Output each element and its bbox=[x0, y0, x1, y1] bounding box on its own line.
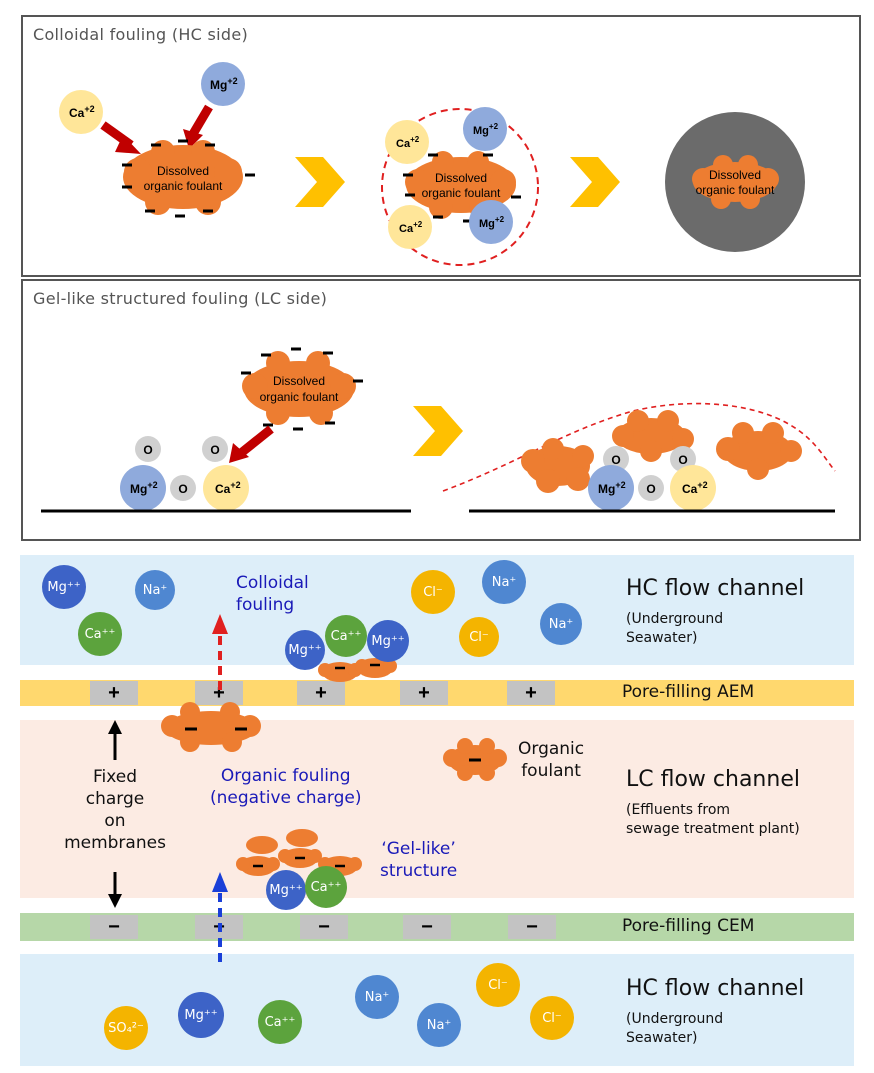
mg-ion bbox=[120, 465, 166, 511]
ion-na: Na⁺ bbox=[355, 975, 399, 1019]
svg-text:Mg+2: Mg+2 bbox=[473, 122, 499, 137]
red-arrow bbox=[189, 104, 213, 137]
hc-top-subtitle: (Underground Seawater) bbox=[626, 611, 724, 646]
svg-text:Ca+2: Ca+2 bbox=[399, 220, 423, 235]
lc-subtitle: (Effluents from sewage treatment plant) bbox=[626, 802, 800, 837]
ion-ca: Ca⁺⁺ bbox=[258, 1000, 302, 1044]
fixed-positive-charge: + bbox=[90, 681, 138, 705]
progress-chevron bbox=[570, 157, 620, 207]
ion-ca: Ca⁺⁺ bbox=[305, 866, 347, 908]
fixed-positive-charge: + bbox=[297, 681, 345, 705]
gel-fouling-illustration: Dissolved organic foulant O O Mg+2 O Ca+… bbox=[41, 347, 836, 513]
hc-bottom-title: HC flow channel bbox=[626, 976, 805, 1001]
oxygen-bridge bbox=[135, 436, 161, 462]
ion-na: Na⁺ bbox=[540, 603, 582, 645]
lc-title: LC flow channel bbox=[626, 767, 800, 792]
oxygen-bridge bbox=[202, 436, 228, 462]
fixed-negative-charge: − bbox=[300, 915, 348, 939]
svg-text:Mg+2: Mg+2 bbox=[479, 215, 505, 230]
colloidal-fouling-illustration: Ca+2 Mg+2 Dissolved organic foulant bbox=[59, 62, 805, 266]
organic-foulant-label: Organic foulant bbox=[518, 739, 585, 781]
ion-ca: Ca⁺⁺ bbox=[325, 615, 367, 657]
ion-cl: Cl⁻ bbox=[411, 570, 455, 614]
ion-mg: Mg⁺⁺ bbox=[266, 870, 306, 910]
svg-text:Dissolved: Dissolved bbox=[435, 171, 487, 185]
svg-text:O: O bbox=[646, 482, 655, 496]
svg-text:organic foulant: organic foulant bbox=[422, 186, 501, 200]
foulant-label: organic foulant bbox=[144, 179, 223, 193]
ion-na: Na⁺ bbox=[417, 1003, 461, 1047]
lc-channel bbox=[20, 720, 854, 898]
foulant-blob bbox=[405, 151, 516, 219]
ion-cl: Cl⁻ bbox=[476, 963, 520, 1007]
fixed-positive-charge: + bbox=[195, 681, 243, 705]
svg-text:O: O bbox=[611, 453, 620, 467]
svg-text:Ca+2: Ca+2 bbox=[69, 104, 95, 120]
gel-like-structure-label: ‘Gel-like’ structure bbox=[380, 839, 458, 881]
fixed-negative-charge: − bbox=[403, 915, 451, 939]
aem-label: Pore-filling AEM bbox=[622, 682, 755, 702]
fixed-negative-charge: − bbox=[90, 915, 138, 939]
hc-top-title: HC flow channel bbox=[626, 576, 805, 601]
ion-na: Na⁺ bbox=[135, 570, 175, 610]
red-arrow bbox=[238, 425, 274, 457]
negative-charges bbox=[122, 139, 255, 218]
mg-ion bbox=[201, 62, 245, 106]
colloidal-fouling-panel: Colloidal fouling (HC side) Ca+2 Mg+2 Di… bbox=[21, 15, 861, 277]
foulant-blob bbox=[242, 351, 356, 425]
colloidal-fouling-label: Colloidal fouling bbox=[236, 573, 309, 615]
fixed-negative-charge: − bbox=[508, 915, 556, 939]
ion-so4: SO₄²⁻ bbox=[104, 1006, 148, 1050]
oxygen-bridge bbox=[170, 475, 196, 501]
panel-title: Colloidal fouling (HC side) bbox=[33, 25, 249, 44]
ion-cl: Cl⁻ bbox=[459, 617, 499, 657]
progress-chevron bbox=[295, 157, 345, 207]
svg-text:O: O bbox=[143, 443, 152, 457]
ca-ion bbox=[203, 465, 249, 511]
svg-text:O: O bbox=[210, 443, 219, 457]
svg-text:Mg+2: Mg+2 bbox=[130, 480, 158, 496]
fixed-charge-label: Fixed charge on membranes bbox=[64, 767, 166, 853]
foulant-blob bbox=[123, 140, 243, 215]
ion-ca: Ca⁺⁺ bbox=[78, 612, 122, 656]
fixed-positive-charge: + bbox=[400, 681, 448, 705]
ion-mg: Mg⁺⁺ bbox=[178, 992, 224, 1038]
ion-mg: Mg⁺⁺ bbox=[285, 630, 325, 670]
svg-text:organic foulant: organic foulant bbox=[260, 390, 339, 404]
fixed-negative-charge: − bbox=[195, 915, 243, 939]
ion-cl: Cl⁻ bbox=[530, 996, 574, 1040]
foulant-label: Dissolved bbox=[157, 164, 209, 178]
hc-bottom-subtitle: (Underground Seawater) bbox=[626, 1011, 724, 1046]
svg-text:Dissolved: Dissolved bbox=[709, 168, 761, 182]
svg-text:Ca+2: Ca+2 bbox=[215, 480, 241, 496]
cem-label: Pore-filling CEM bbox=[622, 916, 755, 936]
ion-na: Na⁺ bbox=[482, 560, 526, 604]
ion-mg: Mg⁺⁺ bbox=[367, 620, 409, 662]
svg-text:Ca+2: Ca+2 bbox=[396, 135, 420, 150]
colloid-boundary bbox=[381, 108, 539, 266]
organic-fouling-label: Organic fouling (negative charge) bbox=[210, 766, 362, 808]
svg-text:Mg+2: Mg+2 bbox=[210, 76, 238, 92]
fixed-positive-charge: + bbox=[507, 681, 555, 705]
progress-chevron bbox=[413, 406, 463, 456]
svg-text:O: O bbox=[178, 482, 187, 496]
svg-text:Ca+2: Ca+2 bbox=[682, 480, 708, 496]
svg-text:organic foulant: organic foulant bbox=[696, 183, 775, 197]
gel-foulant-layer bbox=[521, 410, 802, 493]
ca-ion bbox=[59, 90, 103, 134]
panel-title: Gel-like structured fouling (LC side) bbox=[33, 289, 328, 308]
ion-mg: Mg⁺⁺ bbox=[42, 565, 86, 609]
svg-text:Dissolved: Dissolved bbox=[273, 374, 325, 388]
gel-like-fouling-panel: Gel-like structured fouling (LC side) Di… bbox=[21, 279, 861, 541]
svg-text:O: O bbox=[678, 453, 687, 467]
svg-text:Mg+2: Mg+2 bbox=[598, 480, 626, 496]
